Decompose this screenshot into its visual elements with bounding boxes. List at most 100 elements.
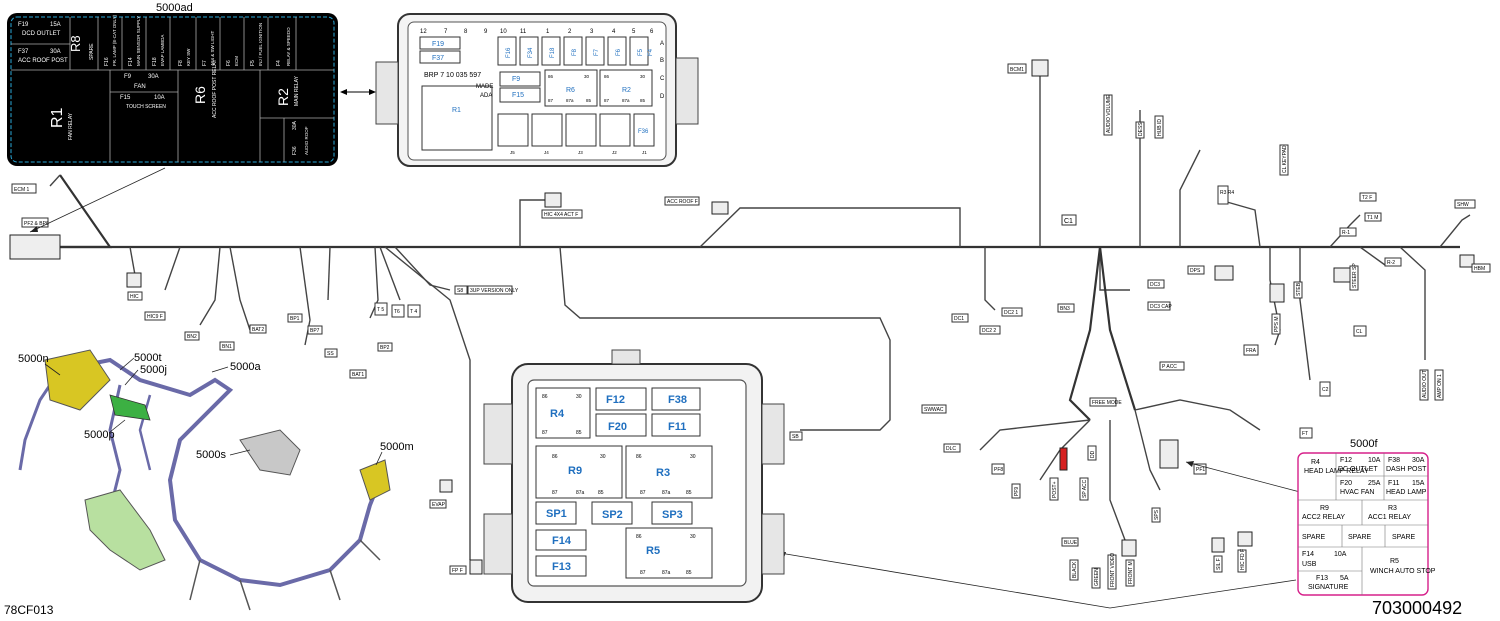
f-spare-3: SPARE [1392,534,1416,541]
connector-bcm1 [1031,59,1049,77]
r2-pin-87: 87 [604,98,610,103]
legend-r1: R1 [49,107,66,128]
legend-title-5000f: 5000f [1350,438,1378,450]
f-f20-amp: 25A [1368,480,1381,487]
f-spare-1: SPARE [1302,534,1326,541]
label-t4: T 4 [410,309,417,315]
pin-12: 12 [420,29,427,35]
legend-f5: F5 [250,60,256,66]
f-f20-name: HVAC FAN [1340,489,1375,496]
f-f11: F11 [1388,480,1400,487]
r9-pin-86: 86 [552,454,558,460]
label-hbm: HBM [1474,266,1485,272]
legend-f7-name: 4X4 & SW LIGHT [210,30,215,66]
row-a: A [660,41,664,47]
part-number: 703000492 [1372,598,1463,618]
label-t5: T 5 [377,307,384,313]
legend-f37: F37 [18,49,29,55]
legend-f36-name: AUDIO ROOF [304,126,309,155]
pin-3: 3 [590,29,594,35]
r2-pin-85: 85 [640,98,646,103]
r3-pin-87a: 87a [662,490,671,496]
f-r3-name: ACC1 RELAY [1368,514,1411,521]
connector-pf2 [9,234,61,260]
bottom-spare-sp3: SP3 [662,509,683,521]
legend-r2-name: MAIN RELAY [294,75,300,106]
label-sil: SIL F [1216,558,1222,570]
harness-labels: ECM 1 PF2 & BP6 HIC HIC9 F BN2 BN1 BAT2 … [11,63,1491,590]
bottom-relay-r5: R5 [646,545,660,557]
label-r2: R-2 [1387,260,1395,266]
j3-label: J3 [578,150,583,155]
j5-label: J5 [510,150,515,155]
connector-pf1 [1159,439,1179,469]
legend-f9-amp: 30A [148,74,159,80]
legend-f6-name: ECM [234,56,239,66]
r5-pin-87: 87 [640,570,646,576]
legend-f19-name: DCD OUTLET [22,31,61,37]
fuse-f7: F7 [594,48,600,56]
label-steer: STEER SP [1352,263,1358,288]
f-f12-name: DC OUTLET [1338,466,1378,473]
label-hubid: HUB ID [1157,119,1163,136]
pin-7: 7 [444,29,448,35]
legend-f14-name: MAIN SENSOR SUPPLY [136,16,141,66]
r9-pin-87: 87 [552,490,558,496]
j1-label: J1 [642,150,647,155]
callout-5000s: 5000s [196,449,226,461]
label-dlc: DLC [946,446,956,452]
label-sb: SB [792,434,799,440]
legend-f15-amp: 10A [154,95,165,101]
row-c: C [660,76,665,82]
connector-accroof [711,201,729,215]
label-bp2: BP2 [380,345,390,351]
connector-evap [439,479,453,493]
label-r1: R-1 [1342,230,1350,236]
f-r5-name: WINCH AUTO STOP [1370,568,1436,575]
label-sps: SPS [1154,509,1160,520]
label-pf9: PF9 [1014,487,1020,496]
bottom-fuse-f11: F11 [668,421,686,433]
connector-hic4x4 [544,192,562,208]
connector-sil [1211,537,1225,553]
bottom-relay-r3: R3 [656,467,670,479]
bottom-fuse-f38: F38 [668,394,687,406]
label-pf2: PF2 & BP6 [24,221,49,227]
label-dps: DPS [1190,268,1201,274]
label-dc3cap: DC3 CAP [1150,304,1172,310]
legend-f37-name: ACC ROOF POST [18,58,68,64]
label-bat1: BAT1 [352,372,364,378]
legend-r8-name: SPARE [89,43,95,60]
r5-pin-85: 85 [686,570,692,576]
legend-r6: R6 [192,86,208,104]
pin-1: 1 [546,29,550,35]
label-dess: DESS [1138,122,1144,136]
r9-pin-30: 30 [600,454,606,460]
legend-f16: F16 [104,57,110,66]
fuse-f34: F34 [528,47,534,58]
bottom-spare-sp1: SP1 [546,508,567,520]
f-f14: F14 [1302,551,1314,558]
label-hic: HIC [130,294,139,300]
fuse-legend-5000f: R4 HEAD LAMP RELAY F12 10A DC OUTLET F38… [1297,452,1436,596]
label-swwac: SWWAC [924,407,944,413]
r3-pin-85: 85 [686,490,692,496]
bottom-spare-sp2: SP2 [602,509,623,521]
fuse-f9: F9 [512,76,520,83]
pin-2: 2 [568,29,572,35]
pin-5: 5 [632,29,636,35]
f-f11-amp: 15A [1412,480,1425,487]
fuse-f4: F4 [648,48,654,56]
r3-pin-87: 87 [640,490,646,496]
bottom-relay-r4: R4 [550,408,565,420]
r2-pin-87a: 87a [622,98,630,103]
f-f11-name: HEAD LAMP [1386,489,1427,496]
label-post: POST+ [1052,481,1058,498]
legend-r6-name: ACC ROOF POST RELAY [212,59,218,118]
r6-pin-86: 86 [548,74,554,79]
connector-steer [1333,267,1351,283]
connector-red [1059,447,1068,471]
legend-f9: F9 [124,74,132,80]
legend-f36-amp: 30A [292,120,298,130]
label-blue: BLUE [1064,540,1078,546]
